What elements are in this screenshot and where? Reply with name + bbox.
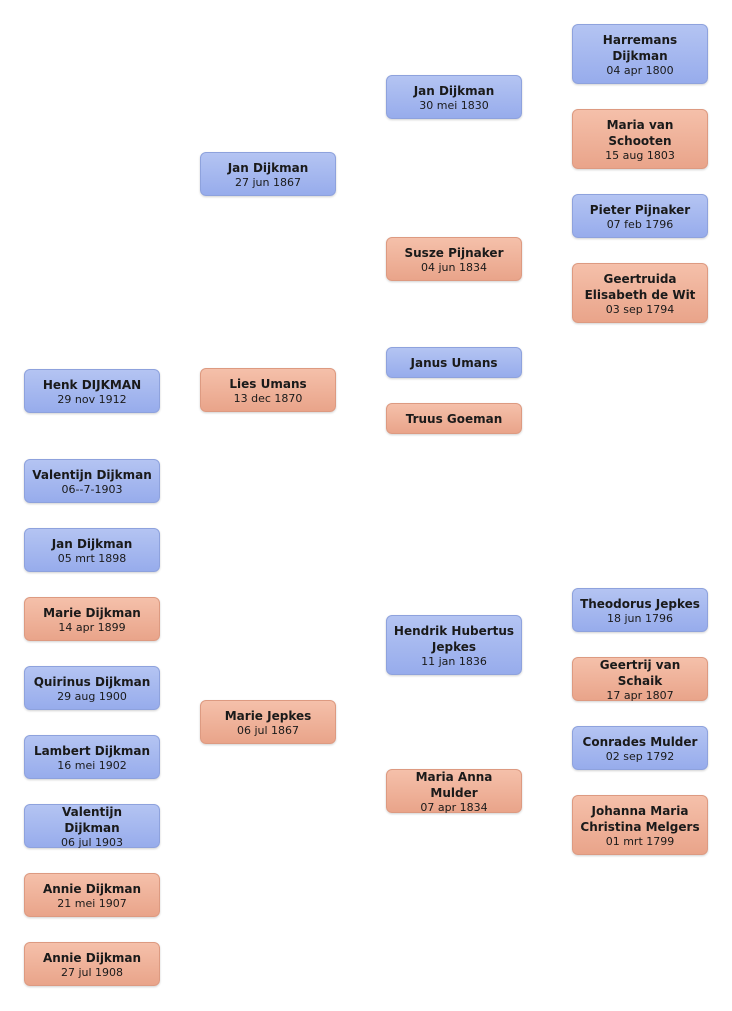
person-card-annie-dijkman-1908[interactable]: Annie Dijkman 27 jul 1908: [24, 942, 160, 986]
person-name: Annie Dijkman: [42, 950, 142, 965]
person-name: Susze Pijnaker: [404, 245, 504, 260]
person-card-marie-dijkman[interactable]: Marie Dijkman 14 apr 1899: [24, 597, 160, 641]
person-date: 01 mrt 1799: [605, 834, 675, 848]
person-date: 04 jun 1834: [421, 260, 487, 274]
person-date: 27 jun 1867: [235, 175, 301, 189]
person-card-geertruida-elisabeth-de-wit[interactable]: Geertruida Elisabeth de Wit 03 sep 1794: [572, 263, 708, 323]
person-name: Marie Jepkes: [224, 708, 312, 723]
person-date: 30 mei 1830: [419, 98, 489, 112]
person-date: 29 aug 1900: [57, 689, 127, 703]
person-name: Henk DIJKMAN: [42, 377, 142, 392]
person-card-truus-goeman[interactable]: Truus Goeman: [386, 403, 522, 434]
person-card-geertrij-van-schaik[interactable]: Geertrij van Schaik 17 apr 1807: [572, 657, 708, 702]
person-name: Jan Dijkman: [227, 160, 309, 175]
person-card-marie-jepkes[interactable]: Marie Jepkes 06 jul 1867: [200, 700, 336, 744]
person-name: Valentijn Dijkman: [32, 467, 152, 482]
person-name: Annie Dijkman: [42, 881, 142, 896]
person-date: 14 apr 1899: [58, 620, 126, 634]
person-name: Johanna Maria Christina Melgers: [580, 803, 700, 834]
person-card-pieter-pijnaker[interactable]: Pieter Pijnaker 07 feb 1796: [572, 194, 708, 238]
person-date: 11 jan 1836: [421, 654, 487, 668]
person-card-janus-umans[interactable]: Janus Umans: [386, 347, 522, 378]
person-name: Jan Dijkman: [51, 536, 133, 551]
person-date: 29 nov 1912: [57, 392, 127, 406]
person-card-susze-pijnaker[interactable]: Susze Pijnaker 04 jun 1834: [386, 237, 522, 281]
person-name: Hendrik Hubertus Jepkes: [393, 623, 519, 654]
person-card-valentijn-dijkman-1[interactable]: Valentijn Dijkman 06--7-1903: [24, 459, 160, 503]
person-date: 21 mei 1907: [57, 896, 127, 910]
person-card-lambert-dijkman[interactable]: Lambert Dijkman 16 mei 1902: [24, 735, 160, 779]
person-name: Pieter Pijnaker: [589, 202, 691, 217]
person-date: 18 jun 1796: [607, 611, 673, 625]
person-name: Conrades Mulder: [582, 734, 698, 749]
person-name: Jan Dijkman: [413, 83, 495, 98]
person-card-jan-dijkman-1898[interactable]: Jan Dijkman 05 mrt 1898: [24, 528, 160, 572]
person-name: Lambert Dijkman: [33, 743, 151, 758]
person-date: 02 sep 1792: [605, 749, 675, 763]
person-card-valentijn-dijkman-2[interactable]: Valentijn Dijkman 06 jul 1903: [24, 804, 160, 849]
person-card-harremans-dijkman[interactable]: Harremans Dijkman 04 apr 1800: [572, 24, 708, 84]
person-card-theodorus-jepkes[interactable]: Theodorus Jepkes 18 jun 1796: [572, 588, 708, 632]
person-name: Truus Goeman: [405, 411, 503, 426]
person-card-maria-anna-mulder[interactable]: Maria Anna Mulder 07 apr 1834: [386, 769, 522, 814]
person-card-quirinus-dijkman[interactable]: Quirinus Dijkman 29 aug 1900: [24, 666, 160, 710]
person-date: 05 mrt 1898: [57, 551, 127, 565]
person-date: 03 sep 1794: [605, 302, 675, 316]
person-card-lies-umans[interactable]: Lies Umans 13 dec 1870: [200, 368, 336, 412]
person-name: Quirinus Dijkman: [33, 674, 151, 689]
person-name: Marie Dijkman: [43, 605, 141, 620]
person-date: 17 apr 1807: [606, 688, 674, 702]
person-card-hendrik-hubertus-jepkes[interactable]: Hendrik Hubertus Jepkes 11 jan 1836: [386, 615, 522, 675]
person-name: Maria van Schooten: [606, 117, 678, 148]
person-date: 15 aug 1803: [605, 148, 675, 162]
person-date: 06--7-1903: [61, 482, 123, 496]
person-card-henk-dijkman[interactable]: Henk DIJKMAN 29 nov 1912: [24, 369, 160, 413]
person-card-maria-van-schooten[interactable]: Maria van Schooten 15 aug 1803: [572, 109, 708, 169]
person-card-johanna-maria-christina-melgers[interactable]: Johanna Maria Christina Melgers 01 mrt 1…: [572, 795, 708, 855]
person-name: Geertrij van Schaik: [599, 657, 685, 688]
person-name: Valentijn Dijkman: [61, 804, 131, 835]
person-name: Geertruida Elisabeth de Wit: [584, 271, 696, 302]
person-date: 07 feb 1796: [606, 217, 674, 231]
person-card-jan-dijkman-1867[interactable]: Jan Dijkman 27 jun 1867: [200, 152, 336, 196]
person-date: 07 apr 1834: [420, 800, 488, 814]
person-name: Janus Umans: [410, 355, 498, 370]
person-date: 06 jul 1903: [60, 835, 124, 849]
person-date: 27 jul 1908: [60, 965, 124, 979]
person-date: 04 apr 1800: [606, 63, 674, 77]
person-date: 16 mei 1902: [57, 758, 127, 772]
person-name: Harremans Dijkman: [602, 32, 682, 63]
person-card-jan-dijkman-1830[interactable]: Jan Dijkman 30 mei 1830: [386, 75, 522, 119]
person-card-conrades-mulder[interactable]: Conrades Mulder 02 sep 1792: [572, 726, 708, 770]
person-date: 06 jul 1867: [236, 723, 300, 737]
person-name: Lies Umans: [229, 376, 307, 391]
person-date: 13 dec 1870: [233, 391, 303, 405]
person-card-annie-dijkman-1907[interactable]: Annie Dijkman 21 mei 1907: [24, 873, 160, 917]
person-name: Maria Anna Mulder: [415, 769, 497, 800]
person-name: Theodorus Jepkes: [580, 596, 700, 611]
